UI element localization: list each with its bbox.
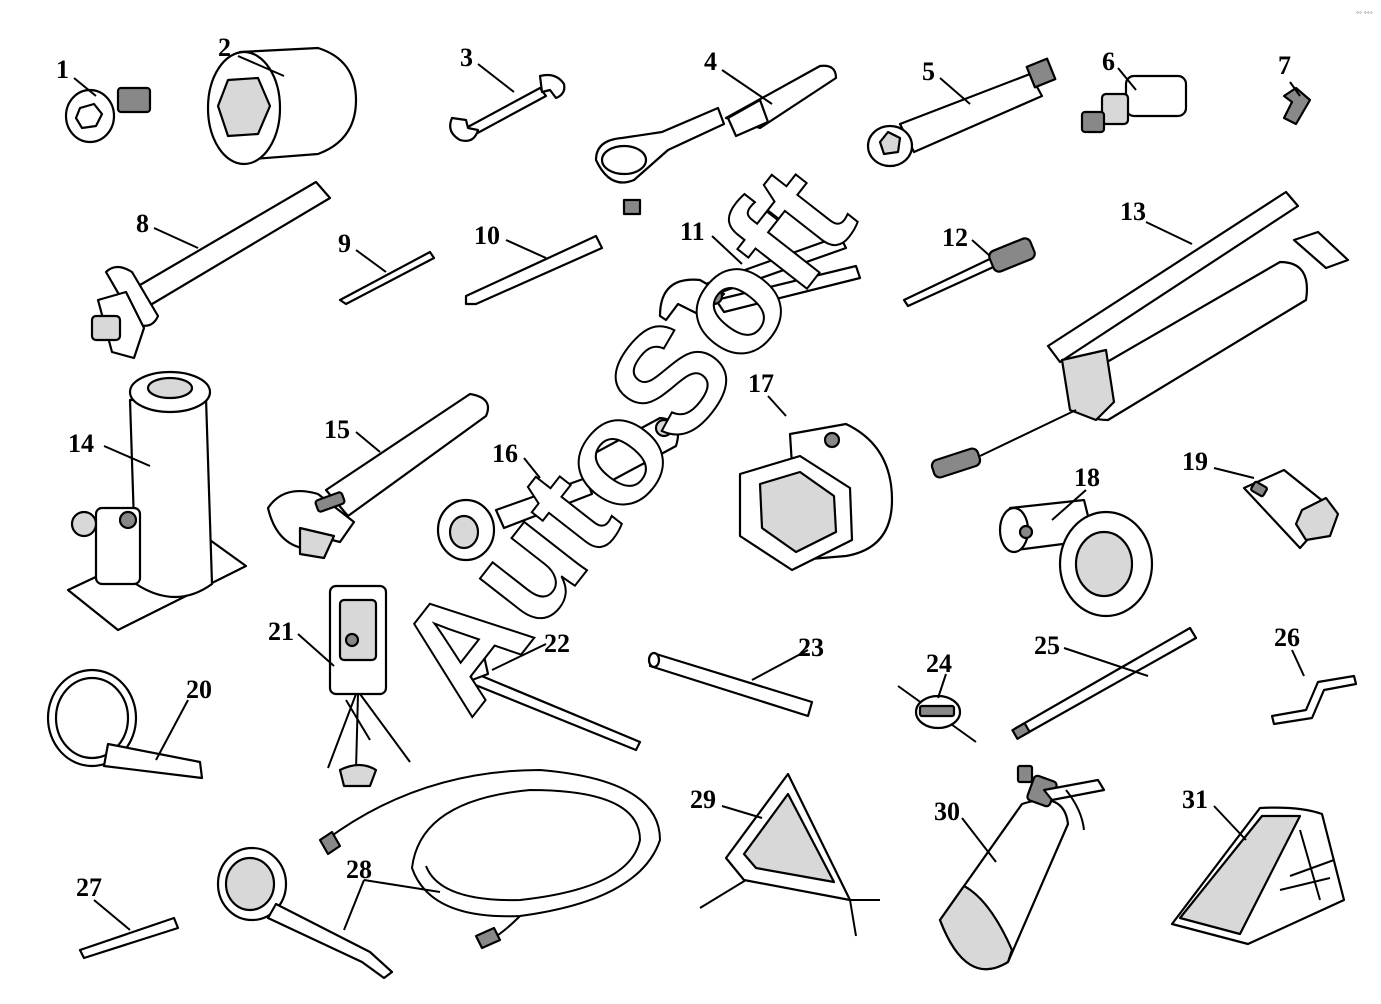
part-label: 6 xyxy=(1102,47,1115,76)
fire-extinguisher-icon xyxy=(938,764,1106,971)
pin-punch-icon xyxy=(338,250,436,306)
ratchet-handle-icon xyxy=(594,64,838,216)
part-label: 15 xyxy=(324,415,350,444)
part-label: 3 xyxy=(460,43,473,72)
part-label: 31 xyxy=(1182,785,1208,814)
part-label: 10 xyxy=(474,221,500,250)
part-label: 22 xyxy=(544,629,570,658)
part-label: 12 xyxy=(942,223,968,252)
part-label: 20 xyxy=(186,675,212,704)
open-end-wrench-icon xyxy=(449,73,566,142)
extension-rod-icon xyxy=(1011,626,1198,740)
part-label: 18 xyxy=(1074,463,1100,492)
part-label: 8 xyxy=(136,209,149,238)
hub-nut-socket-icon xyxy=(738,422,894,572)
hammer-icon xyxy=(90,180,332,360)
part-label: 26 xyxy=(1274,623,1300,652)
part-label: 27 xyxy=(76,873,102,902)
part-label: 16 xyxy=(492,439,518,468)
part-label: 28 xyxy=(346,855,372,884)
part-label: 25 xyxy=(1034,631,1060,660)
large-hex-socket-icon xyxy=(206,46,358,166)
part-label: 17 xyxy=(748,369,774,398)
castle-nut-socket-icon xyxy=(998,498,1154,618)
pry-bar-icon xyxy=(466,654,642,752)
corner-mark: °° °°° xyxy=(1356,11,1373,18)
part-label: 9 xyxy=(338,229,351,258)
universal-joint-icon xyxy=(1080,74,1188,134)
leader-lines xyxy=(73,55,1305,931)
tommy-bar-icon xyxy=(647,651,814,718)
valve-extension-icon xyxy=(78,916,180,960)
pliers-icon xyxy=(658,234,862,322)
warning-triangle-icon xyxy=(699,772,880,937)
part-label: 30 xyxy=(934,797,960,826)
part-label: 24 xyxy=(926,649,952,678)
oil-filter-wrench-icon xyxy=(46,668,204,780)
part-label: 5 xyxy=(922,57,935,86)
bottle-jack-icon xyxy=(66,370,248,632)
part-label: 4 xyxy=(704,47,717,76)
part-label: 29 xyxy=(690,785,716,814)
adjustable-wrench-icon xyxy=(266,392,490,560)
valve-core-tool-icon xyxy=(897,685,977,743)
socket-adapter-icon xyxy=(64,86,152,144)
wheel-nut-wrench-icon xyxy=(436,416,680,562)
part-label: 23 xyxy=(798,633,824,662)
part-label: 19 xyxy=(1182,447,1208,476)
screwdriver-icon xyxy=(902,237,1036,308)
inspection-lamp-icon xyxy=(327,584,411,788)
extension-bar-socket-icon xyxy=(866,57,1057,168)
grease-gun-icon xyxy=(930,190,1350,479)
part-label: 21 xyxy=(268,617,294,646)
part-label: 7 xyxy=(1278,51,1291,80)
part-label: 1 xyxy=(56,55,69,84)
part-label: 11 xyxy=(680,217,705,246)
part-number-labels: 1 2 3 4 5 6 7 8 9 10 11 12 13 14 15 16 1… xyxy=(56,33,1300,902)
part-label: 13 xyxy=(1120,197,1146,226)
hex-key-icon xyxy=(1282,86,1312,126)
crank-handle-icon xyxy=(1270,674,1358,726)
chisel-icon xyxy=(464,234,604,306)
wheel-chock-icon xyxy=(1170,806,1346,946)
part-label: 14 xyxy=(68,429,94,458)
tire-inflation-hose-icon xyxy=(216,768,662,980)
spark-plug-socket-icon xyxy=(1242,468,1340,550)
part-label: 2 xyxy=(218,33,231,62)
